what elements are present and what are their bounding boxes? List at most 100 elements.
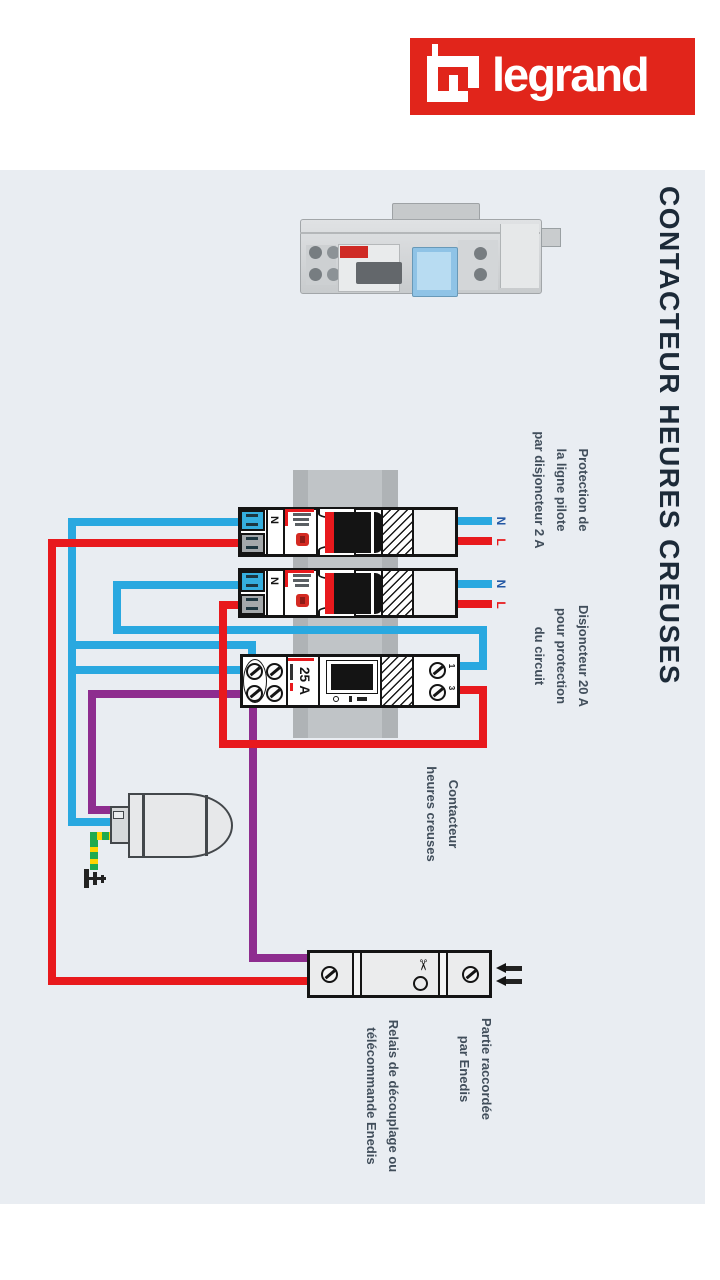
divider <box>283 510 285 554</box>
divider <box>380 657 382 705</box>
contactor-terminal-3-label: 3 <box>447 685 456 691</box>
label-line: Partie raccordée <box>479 1018 494 1120</box>
wire-neutral-to-contactor-long <box>113 626 487 634</box>
legrand-logo-tick <box>432 44 438 59</box>
breaker-red-accent <box>285 509 288 526</box>
wire-phase-riser <box>48 539 56 985</box>
breaker-marking <box>293 518 309 521</box>
wire-neutral-terminal1 <box>458 662 487 670</box>
divider <box>412 510 414 554</box>
divider <box>266 510 268 554</box>
wire-phase-supply-breaker1 <box>458 537 492 545</box>
terminal-slot <box>246 537 258 540</box>
label-disjoncteur-20a: Disjoncteur 20 A pour protection du circ… <box>528 586 594 726</box>
relay-circle-icon <box>413 976 428 991</box>
wire-phase-supply-breaker2 <box>458 600 492 608</box>
terminal-slot <box>246 546 258 549</box>
legrand-wordmark: legrand <box>492 48 650 101</box>
breaker-20a-neutral-mark: N <box>268 577 280 585</box>
breaker-2a-neutral-mark: N <box>268 516 280 524</box>
contactor-red-accent <box>288 658 314 661</box>
divider <box>381 510 383 554</box>
label-line: Disjoncteur 20 A <box>576 604 591 708</box>
photo-screw-hole <box>309 268 322 281</box>
breaker-marking <box>293 579 309 582</box>
breaker-red-accent <box>285 570 288 587</box>
terminal-slot <box>246 598 258 601</box>
breaker-red-accent <box>285 570 314 573</box>
breaker-handle-red-stripe <box>325 573 334 614</box>
terminal-slot <box>246 607 258 610</box>
divider <box>318 657 320 705</box>
relay-divider <box>352 953 362 995</box>
label-line: Relais de découplage ou <box>386 1019 401 1173</box>
wire-neutral-breaker1-out <box>72 518 240 526</box>
relay-screw <box>462 966 479 983</box>
terminal-slot <box>246 523 258 526</box>
wire-neutral-to-heater <box>68 818 114 826</box>
label-line: par Enedis <box>457 1035 472 1103</box>
relay-divider <box>438 953 448 995</box>
photo-screw-hole <box>474 268 487 281</box>
label-l-breaker1: L <box>494 538 508 546</box>
divider <box>412 571 414 615</box>
wire-neutral-supply-breaker1 <box>458 517 492 525</box>
wire-neutral-breaker2-drop <box>113 581 121 634</box>
breaker-handle <box>334 573 371 614</box>
enedis-incoming-arrow <box>496 976 506 986</box>
enedis-incoming-arrow <box>506 965 522 971</box>
contactor-screw <box>266 663 283 680</box>
contactor-brand-mark <box>290 683 293 691</box>
wire-phase-terminal3 <box>458 686 487 694</box>
divider <box>283 571 285 615</box>
wire-neutral-to-coil-top <box>72 641 254 649</box>
page-title: CONTACTEUR HEURES CREUSES <box>654 186 685 686</box>
contactor-screw-3 <box>429 684 446 701</box>
breaker-trip-indicator-slot <box>300 597 305 604</box>
wire-pilot-riser <box>88 690 96 814</box>
wire-neutral-breaker2-out <box>117 581 240 589</box>
photo-screw-hole <box>327 268 340 281</box>
wire-phase-under-contactor <box>219 740 487 748</box>
contactor-brand-mark <box>290 664 293 680</box>
photo-body-line <box>300 232 540 234</box>
breaker-marking <box>295 523 309 526</box>
breaker-hatch-zone <box>383 510 412 554</box>
label-line: du circuit <box>532 626 547 686</box>
product-photo <box>296 195 562 305</box>
breaker-handle <box>334 512 371 553</box>
label-line: par disjoncteur 2 A <box>532 431 547 549</box>
label-contacteur: Contacteur heures creuses <box>420 752 464 876</box>
photo-end-cap <box>500 224 539 288</box>
label-line: Protection de <box>576 448 591 532</box>
water-heater-terminal-slot <box>113 811 124 819</box>
photo-screw-hole <box>327 246 340 259</box>
label-n-breaker2: N <box>494 579 508 589</box>
label-line: heures creuses <box>424 766 439 862</box>
breaker-marking <box>295 584 309 587</box>
water-heater-line <box>142 795 145 856</box>
relay-scissors-icon: ✂ <box>414 958 431 972</box>
divider <box>412 657 414 705</box>
contactor-terminal-1-label: 1 <box>447 663 456 669</box>
terminal-slot <box>246 584 258 587</box>
photo-window <box>356 262 402 284</box>
breaker-marking <box>293 574 311 577</box>
legrand-logo-icon-notch <box>468 88 479 102</box>
contactor-rating-label: 25 A <box>297 666 312 695</box>
wire-neutral-contactor-down <box>479 626 487 670</box>
terminal-slot <box>246 575 258 578</box>
contactor-mode-off-icon <box>357 697 367 701</box>
wire-neutral-supply-breaker2 <box>458 580 492 588</box>
contactor-hatch-zone <box>382 657 412 705</box>
wire-phase-to-relay <box>48 977 309 985</box>
legrand-logo: legrand <box>410 38 695 115</box>
wire-pilot-to-relay <box>249 954 309 962</box>
enedis-incoming-arrow <box>506 978 522 984</box>
wire-phase-breaker1-out <box>52 539 240 547</box>
divider <box>316 510 318 554</box>
wire-pilot-to-relay-drop <box>249 700 257 962</box>
breaker-hatch-zone <box>383 571 412 615</box>
breaker-red-accent <box>285 509 314 512</box>
contactor-screw-1 <box>429 662 446 679</box>
